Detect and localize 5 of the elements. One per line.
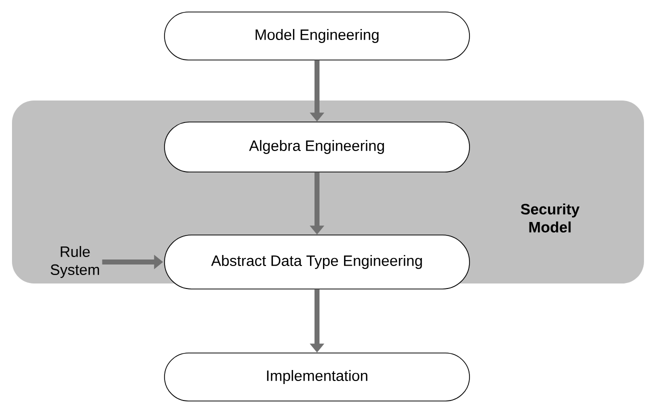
process-box: Implementation — [164, 352, 470, 402]
process-box: Abstract Data Type Engineering — [164, 234, 470, 290]
process-box: Algebra Engineering — [164, 122, 470, 172]
side-label: Rule System — [50, 246, 100, 278]
process-box: Model Engineering — [164, 12, 470, 60]
